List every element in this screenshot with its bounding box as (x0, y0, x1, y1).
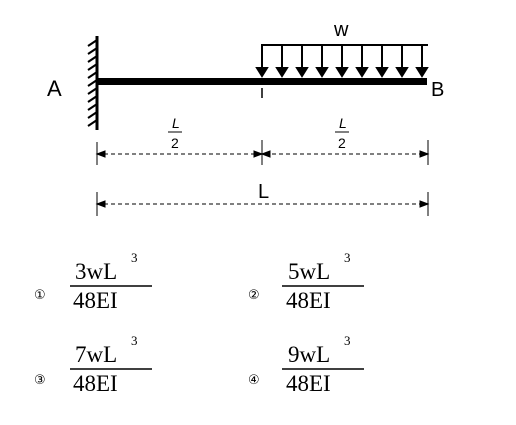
svg-text:2: 2 (171, 135, 179, 151)
total-length-label: L (258, 181, 269, 203)
option-2[interactable]: ② 5wL 3 48EI (248, 250, 364, 313)
option-exponent: 3 (344, 250, 351, 265)
option-4[interactable]: ④ 9wL 3 48EI (248, 333, 364, 396)
option-marker: ② (248, 288, 260, 303)
option-exponent: 3 (131, 333, 138, 348)
option-denominator: 48EI (286, 288, 331, 313)
distributed-load (255, 44, 429, 78)
label-a: A (47, 76, 62, 101)
beam (97, 78, 427, 85)
svg-text:2: 2 (338, 135, 346, 151)
fixed-support (87, 36, 99, 130)
option-denominator: 48EI (286, 371, 331, 396)
option-marker: ④ (248, 373, 260, 388)
option-exponent: 3 (131, 250, 138, 265)
load-label: w (333, 19, 349, 41)
total-dimension-line (95, 192, 430, 216)
half-fraction-right: L 2 (335, 115, 349, 151)
half-fraction-left: L 2 (168, 115, 182, 151)
option-marker: ① (34, 288, 46, 303)
option-numerator: 7wL (75, 342, 117, 367)
option-1[interactable]: ① 3wL 3 48EI (34, 250, 152, 313)
option-denominator: 48EI (73, 371, 118, 396)
svg-text:L: L (172, 115, 180, 131)
half-dimension-line (95, 140, 430, 165)
option-numerator: 9wL (288, 342, 330, 367)
label-b: B (431, 79, 444, 101)
option-numerator: 3wL (75, 259, 117, 284)
svg-text:L: L (339, 115, 347, 131)
option-numerator: 5wL (288, 259, 330, 284)
option-denominator: 48EI (73, 288, 118, 313)
option-marker: ③ (34, 373, 46, 388)
option-3[interactable]: ③ 7wL 3 48EI (34, 333, 152, 396)
option-exponent: 3 (344, 333, 351, 348)
